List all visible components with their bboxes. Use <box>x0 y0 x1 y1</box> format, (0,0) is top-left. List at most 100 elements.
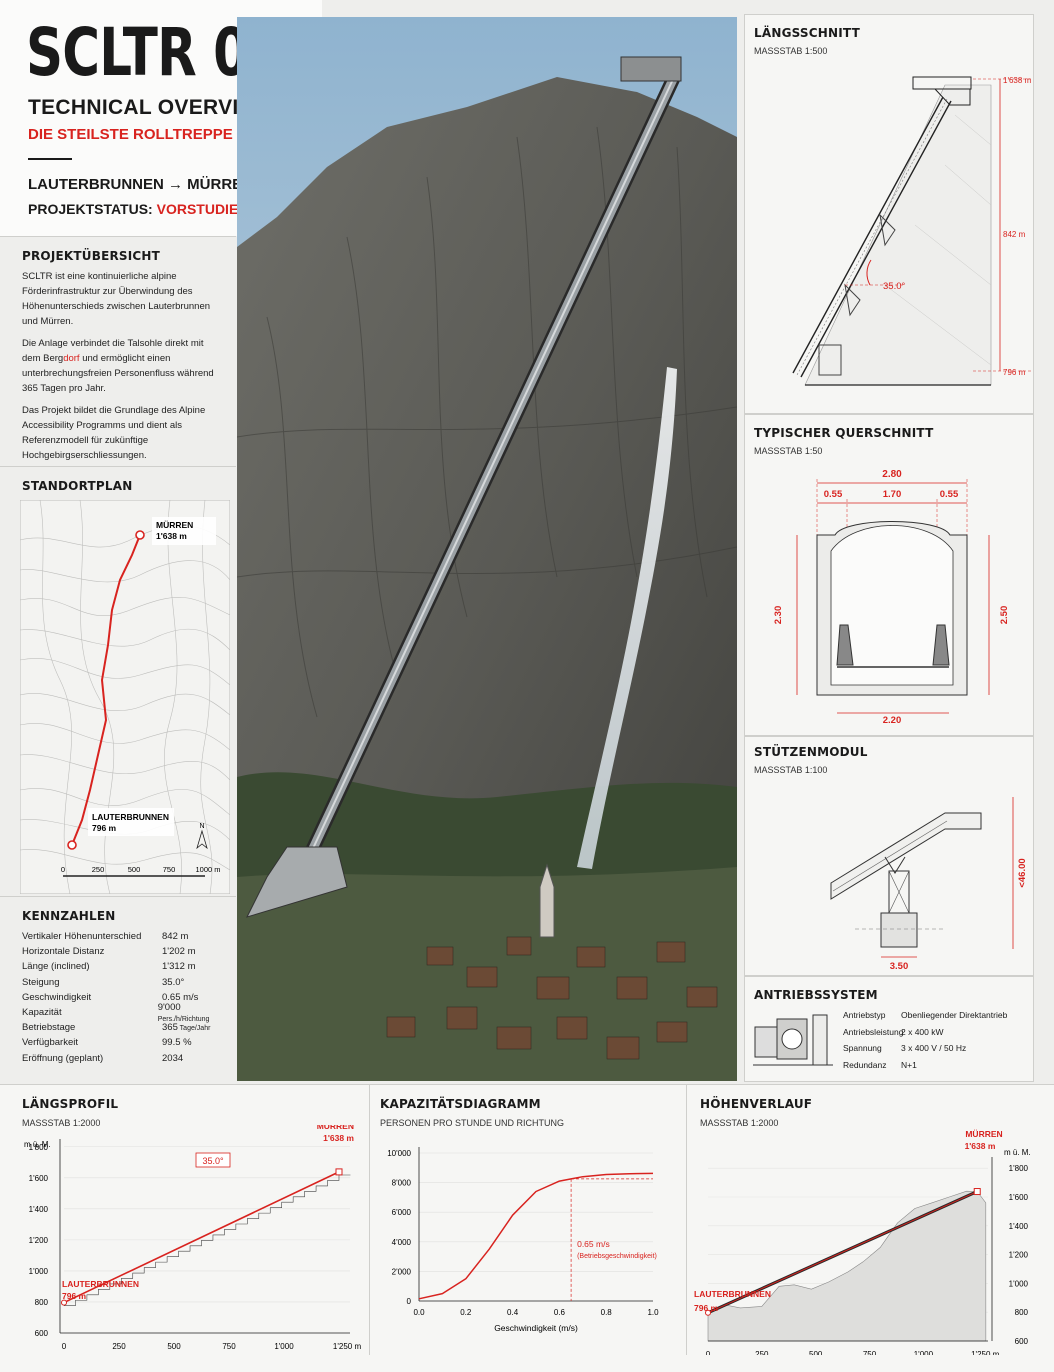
laengsschnitt-title: LÄNGSSCHNITT <box>754 26 860 40</box>
hoehenverlauf-ytick: 1'200 <box>1009 1251 1029 1260</box>
laengsprofil-xtick: 1'000 <box>274 1342 294 1351</box>
kapazitaet-xtick: 0.6 <box>554 1308 566 1317</box>
laengsprofil-terrain <box>64 1174 351 1306</box>
stuetzen-panel: STÜTZENMODUL MASSSTAB 1:100 <46.00 3.50 <box>744 736 1034 976</box>
overview-p2a: Die Anlage verbindet die Talsohle direkt… <box>22 338 204 364</box>
siteplan-bottom-alt: 796 m <box>92 823 117 833</box>
laengsprofil-bottom-alt: 796 m <box>62 1291 87 1301</box>
project-subtitle: TECHNICAL OVERVIEW <box>28 96 273 119</box>
hoehenverlauf-title: HÖHENVERLAUF <box>700 1097 813 1111</box>
kapazitaet-xtick: 0.4 <box>507 1308 519 1317</box>
querschnitt-w-mid: 1.70 <box>883 489 902 500</box>
waterfall <box>577 367 677 869</box>
laengsprofil-bottom-name: LAUTERBRUNNEN <box>62 1279 139 1289</box>
siteplan-title: STANDORTPLAN <box>22 479 133 493</box>
svg-text:0: 0 <box>61 865 65 874</box>
querschnitt-h-right: 2.50 <box>999 606 1010 625</box>
kapazitaet-xtick: 1.0 <box>647 1308 659 1317</box>
kapazitaet-title: KAPAZITÄTSDIAGRAMM <box>380 1097 541 1111</box>
hoehenverlauf-xtick: 1'250 m <box>971 1350 1000 1355</box>
laengsprofil-end-point <box>335 1168 343 1176</box>
stuetzen-drawing: <46.00 3.50 <box>830 797 1028 972</box>
hoehenverlauf-bottom-alt: 796 m <box>694 1303 719 1313</box>
village <box>386 936 718 1060</box>
laengsprofil-xtick: 500 <box>167 1342 181 1351</box>
overview-section: PROJEKTÜBERSICHT SCLTR ist eine kontinui… <box>0 236 236 464</box>
svg-text:N: N <box>199 823 204 830</box>
kapazitaet-ytick: 4'000 <box>392 1238 412 1247</box>
project-status: PROJEKTSTATUS: VORSTUDIE <box>28 201 238 217</box>
siteplan-bottom-name: LAUTERBRUNNEN <box>92 812 169 822</box>
laengsschnitt-drawing: 35.0° 1'638 m 842 m 796 m <box>792 76 1032 386</box>
svg-text:250: 250 <box>92 865 105 874</box>
route-label: LAUTERBRUNNEN → MÜRREN <box>28 176 253 193</box>
kapazitaet-section: KAPAZITÄTSDIAGRAMM PERSONEN PRO STUNDE U… <box>371 1085 687 1355</box>
laengsprofil-title: LÄNGSPROFIL <box>22 1097 119 1111</box>
laengsprofil-yunit: m ü. M. <box>24 1140 51 1149</box>
hoehenverlauf-ytick: 1'400 <box>1009 1222 1029 1231</box>
hero-rendering <box>237 17 737 1081</box>
siteplan-section: STANDORTPLAN MÜRREN 1'638 m LAUTERBRUNNE <box>0 466 236 896</box>
laengsprofil-top-name: MÜRREN <box>317 1125 354 1131</box>
bottom-row: LÄNGSPROFIL MASSSTAB 1:2000 m ü. M.1'800… <box>0 1084 1054 1372</box>
hoehenverlauf-top-name: MÜRREN <box>965 1129 1002 1139</box>
querschnitt-w-total: 2.80 <box>882 469 902 480</box>
laengsprofil-ytick: 600 <box>35 1329 49 1338</box>
hoehenverlauf-yunit: m ü. M. <box>1004 1148 1031 1157</box>
svg-text:1000 m: 1000 m <box>195 865 220 874</box>
laengsprofil-start-point <box>61 1299 67 1306</box>
kapazitaet-sub: PERSONEN PRO STUNDE UND RICHTUNG <box>380 1118 565 1128</box>
stuetzen-title: STÜTZENMODUL <box>754 745 868 759</box>
kapazitaet-ytick: 10'000 <box>387 1149 411 1158</box>
kapazitaet-marker-label: (Betriebsgeschwindigkeit) <box>577 1253 657 1260</box>
siteplan-scalebar: 0 250 500 750 1000 m <box>61 865 221 877</box>
laengsprofil-ytick: 800 <box>35 1298 49 1307</box>
hoehenverlauf-scale: MASSSTAB 1:2000 <box>700 1118 779 1128</box>
header-divider <box>28 158 72 160</box>
kapazitaet-xtick: 0.8 <box>601 1308 613 1317</box>
laengsprofil-xtick: 750 <box>222 1342 236 1351</box>
laengsprofil-ytick: 1'400 <box>29 1205 49 1214</box>
siteplan-top-marker <box>135 530 145 540</box>
kapazitaet-xtick: 0.2 <box>460 1308 472 1317</box>
laengsprofil-xtick: 1'250 m <box>333 1342 362 1351</box>
hoehenverlauf-terrain <box>707 1190 987 1342</box>
hoehenverlauf-xtick: 1'000 <box>914 1350 934 1355</box>
overview-title: PROJEKTÜBERSICHT <box>22 249 161 263</box>
laengsschnitt-top: 1'638 m <box>1003 76 1032 85</box>
hoehenverlauf-xtick: 500 <box>809 1350 823 1355</box>
siteplan-route-line <box>71 534 141 846</box>
laengsprofil-xtick: 0 <box>62 1342 67 1351</box>
querschnitt-w-left: 0.55 <box>824 489 843 500</box>
antrieb-title: ANTRIEBSSYSTEM <box>754 988 878 1002</box>
kapazitaet-ytick: 8'000 <box>392 1179 412 1188</box>
laengsprofil-ytick: 1'600 <box>29 1174 49 1183</box>
hoehenverlauf-top-alt: 1'638 m <box>965 1141 996 1151</box>
kapazitaet-ytick: 0 <box>407 1297 412 1306</box>
laengsschnitt-panel: LÄNGSSCHNITT MASSSTAB 1:500 35.0° 1'638 … <box>744 14 1034 414</box>
siteplan-top-alt: 1'638 m <box>156 531 187 541</box>
laengsschnitt-scale: MASSSTAB 1:500 <box>754 46 828 56</box>
overview-text: SCLTR ist eine kontinuierliche alpine Fö… <box>22 269 222 463</box>
laengsschnitt-angle: 35.0° <box>883 281 905 292</box>
overview-p2c: und ermöglicht einen unterbrechungsfreie… <box>22 353 214 394</box>
bottom-station <box>246 846 348 918</box>
hoehenverlauf-xtick: 0 <box>706 1350 711 1355</box>
laengsprofil-ytick: 1'000 <box>29 1267 49 1276</box>
church-tower <box>539 863 555 938</box>
drive-unit-icon <box>753 1014 833 1066</box>
hoehenverlauf-section: HÖHENVERLAUF MASSSTAB 1:2000 m ü. M.1'80… <box>688 1085 1054 1355</box>
